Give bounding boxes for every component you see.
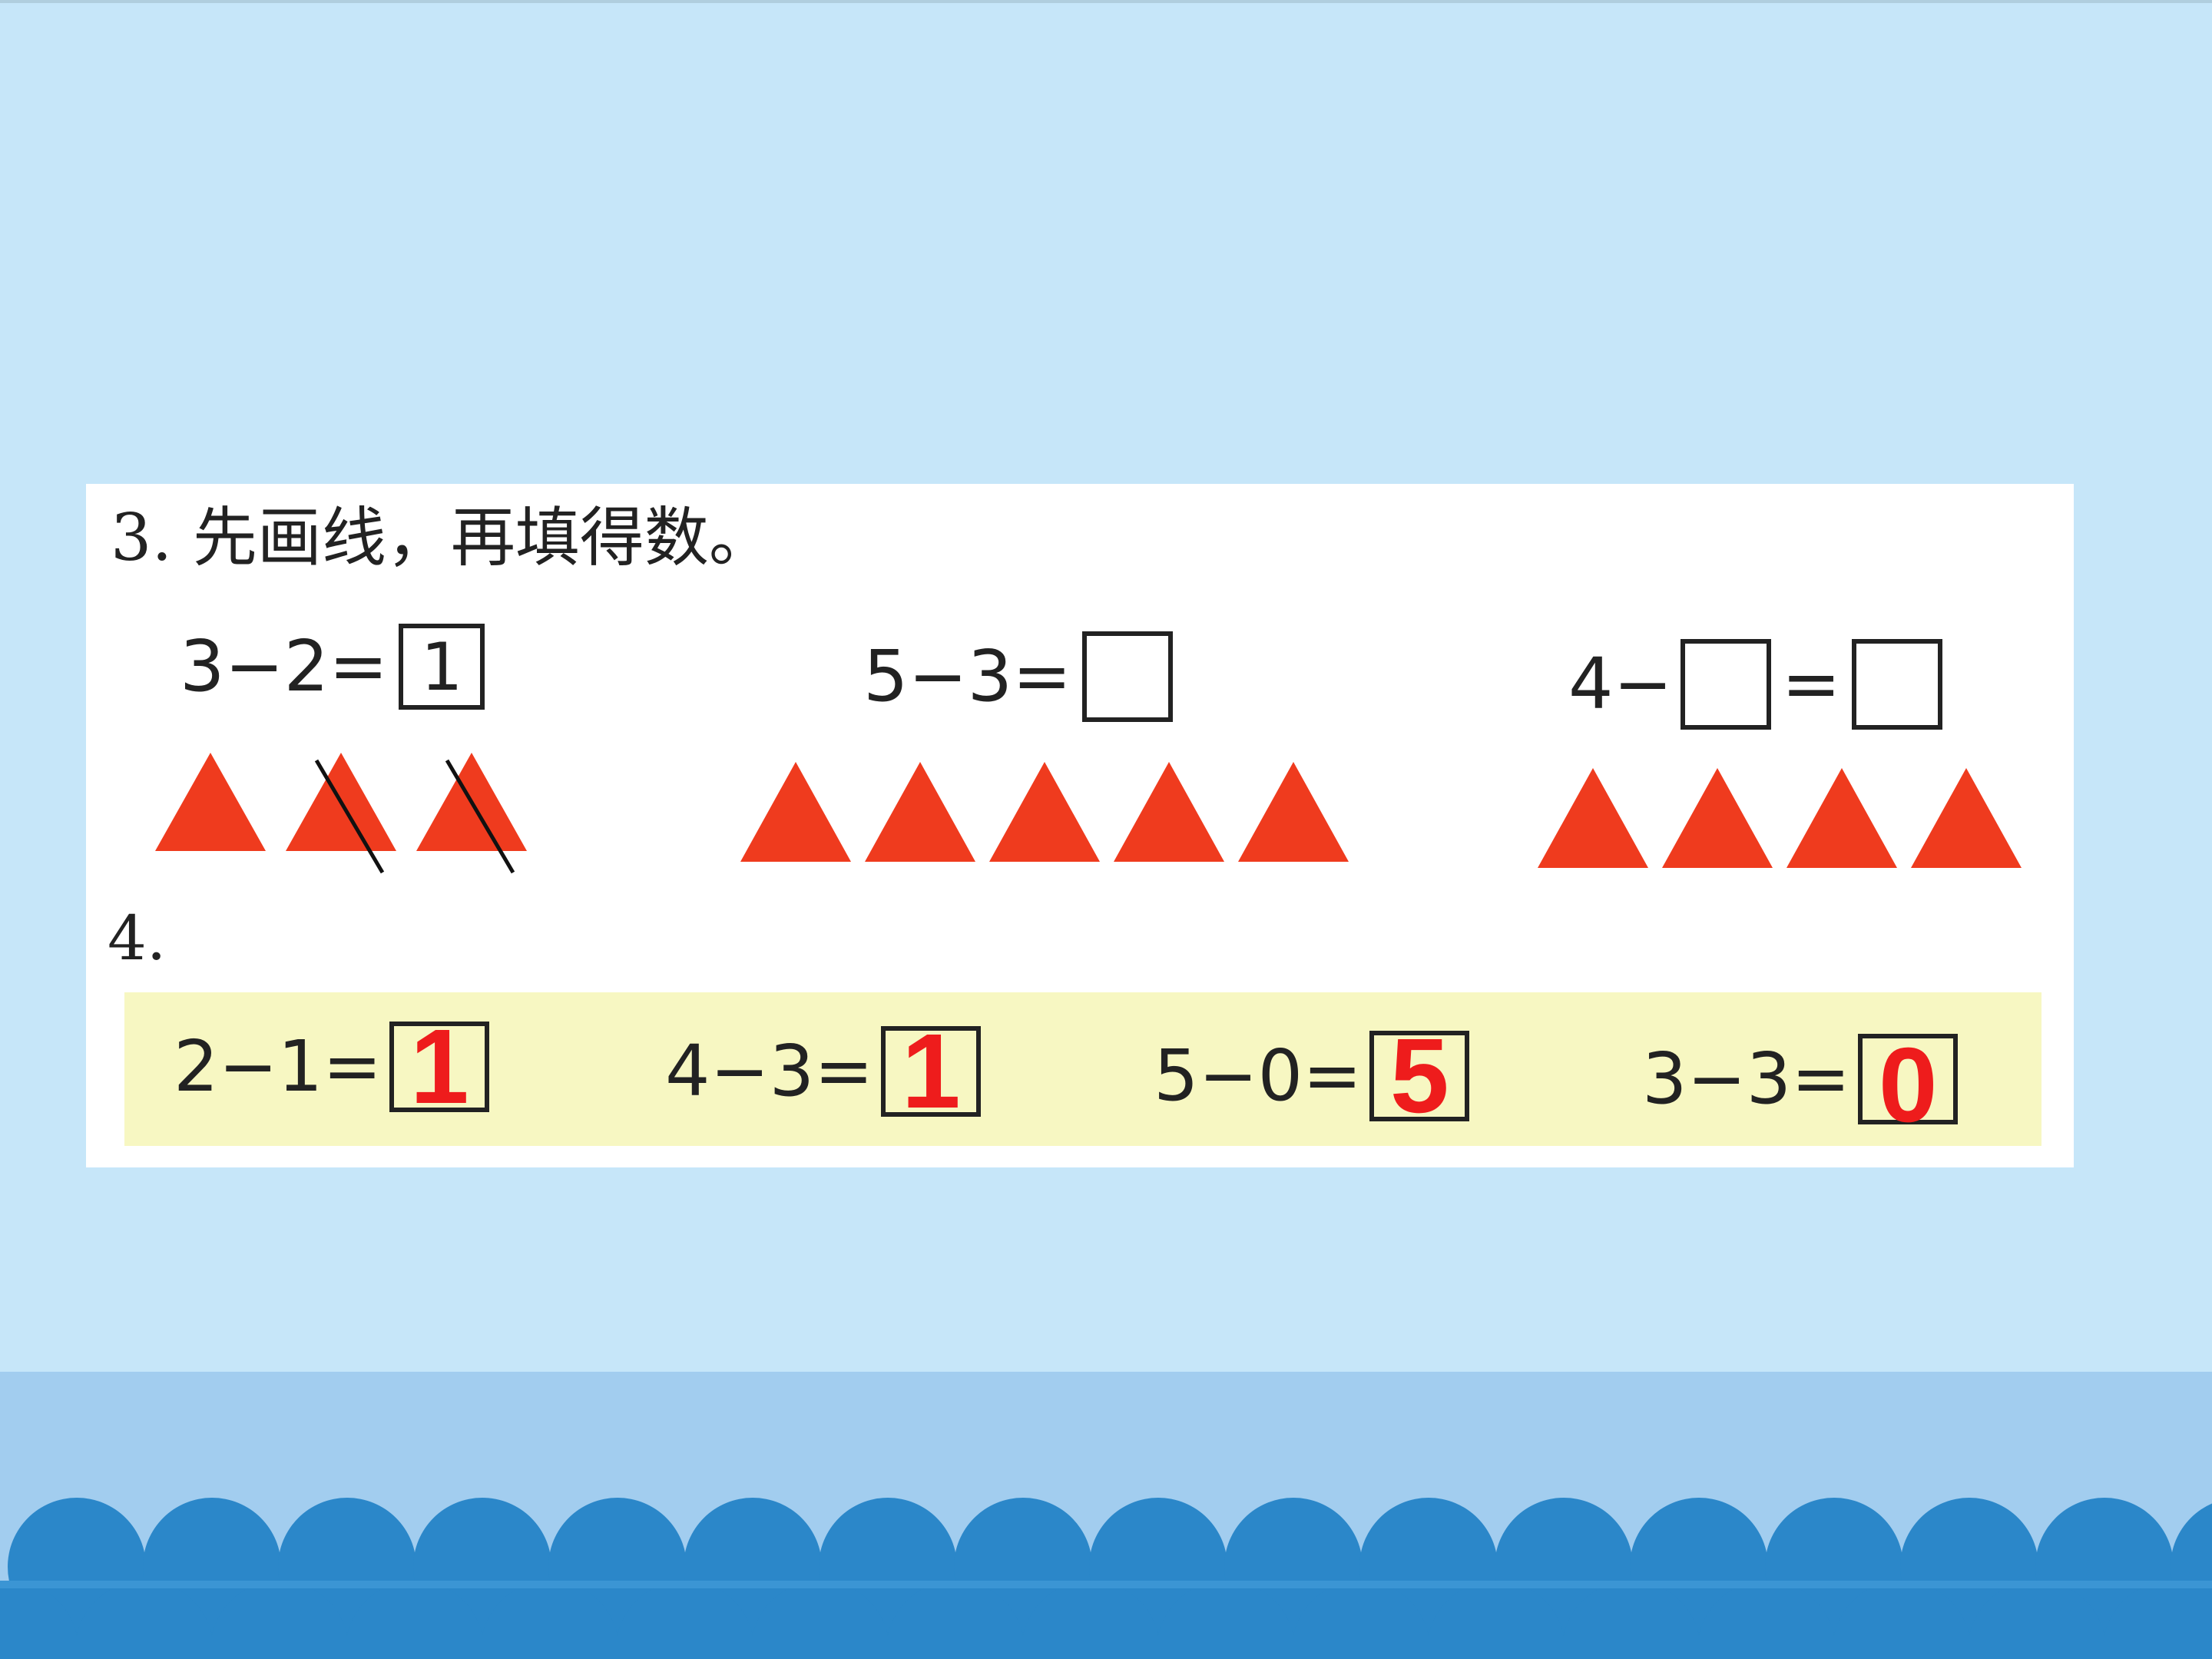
triangle — [1538, 768, 1648, 868]
q4-problem-2-expr: 4−3= — [665, 1030, 874, 1112]
q4-problem-4-expr: 3−3= — [1642, 1038, 1851, 1120]
q3-problem-1-answer: 1 — [420, 629, 463, 706]
q4-problem-2-answer: 1 — [901, 1012, 961, 1131]
top-border — [0, 0, 2212, 3]
triangle — [1114, 762, 1224, 862]
q3-problem-2-box[interactable] — [1082, 631, 1174, 722]
q3-problem-3-expr-b: = — [1781, 643, 1841, 725]
q3-problem-3: 4− = — [1568, 639, 1953, 730]
q3-problem-3-box-a[interactable] — [1680, 639, 1771, 730]
q4-problem-3-box[interactable]: 5 — [1369, 1023, 1470, 1129]
q4-problem-1-answer: 1 — [409, 1008, 469, 1126]
triangle — [1662, 768, 1773, 868]
q4-problem-2: 4−3= 1 — [665, 1018, 992, 1124]
triangle — [865, 762, 975, 862]
question-4-highlight — [124, 992, 2041, 1146]
triangle — [155, 753, 266, 851]
wave-decoration — [0, 1498, 2212, 1659]
triangle-group-1 — [155, 753, 555, 876]
q3-problem-3-expr-a: 4− — [1568, 643, 1673, 725]
q4-problem-4-answer: 0 — [1878, 1026, 1938, 1145]
triangle — [740, 762, 851, 862]
exercise-card: 3. 先画线，再填得数。 3−2= 1 5−3= 4− = — [86, 484, 2074, 1167]
q3-problem-3-box-b[interactable] — [1851, 639, 1942, 730]
q4-problem-2-box[interactable]: 1 — [881, 1018, 982, 1124]
triangle — [1238, 762, 1349, 862]
question-3-title: 3. 先画线，再填得数。 — [111, 500, 773, 575]
q4-problem-3-answer: 5 — [1389, 1017, 1449, 1135]
q4-problem-3-expr: 5−0= — [1154, 1035, 1363, 1117]
q4-problem-4: 3−3= 0 — [1642, 1032, 1969, 1138]
q3-problem-1-box[interactable]: 1 — [399, 624, 485, 710]
cross-out-line — [314, 759, 385, 874]
q4-problem-1-box[interactable]: 1 — [389, 1014, 490, 1120]
q4-problem-1: 2−1= 1 — [174, 1014, 500, 1120]
q3-problem-2-expr: 5−3= — [863, 635, 1072, 717]
triangle — [1786, 768, 1897, 868]
cross-out-line — [445, 759, 515, 874]
q3-problem-2: 5−3= — [863, 631, 1184, 722]
q3-problem-1: 3−2= 1 — [180, 624, 495, 710]
question-4-label: 4. — [108, 902, 167, 974]
triangle-group-3 — [1538, 768, 2029, 876]
q4-problem-3: 5−0= 5 — [1154, 1023, 1480, 1129]
q4-problem-4-box[interactable]: 0 — [1858, 1032, 1959, 1138]
triangle — [1911, 768, 2022, 868]
q3-problem-1-expr: 3−2= — [180, 625, 389, 707]
triangle-group-2 — [740, 762, 1355, 869]
triangle — [989, 762, 1100, 862]
q4-problem-1-expr: 2−1= — [174, 1025, 382, 1108]
wave-base — [0, 1636, 2212, 1659]
